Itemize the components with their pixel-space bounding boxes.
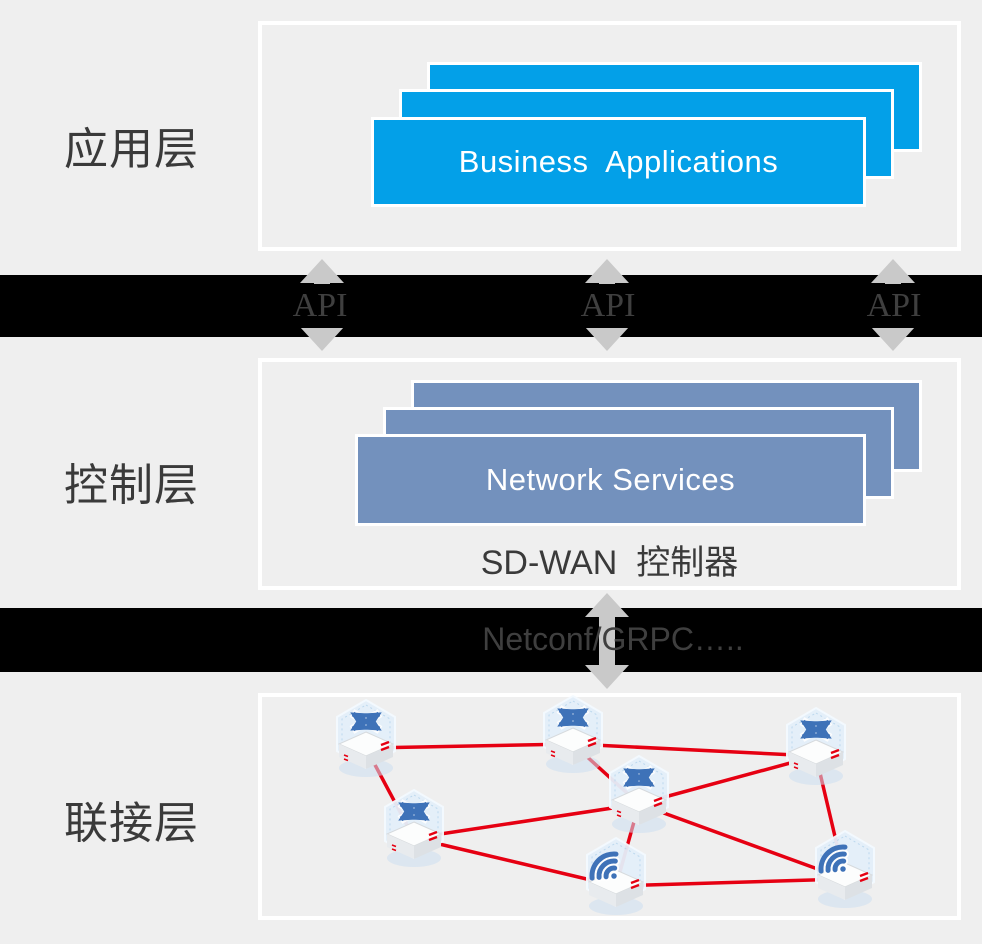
api-band	[0, 275, 982, 337]
sdwan-controller-label: SD-WAN 控制器	[480, 544, 739, 582]
application-card-front: Business Applications	[371, 117, 866, 207]
application-layer-label: 应用层	[64, 125, 199, 174]
network-services-label: Network Services	[485, 462, 736, 497]
control-card-front: Network Services	[355, 434, 866, 526]
connection-layer-panel	[258, 693, 961, 920]
business-applications-label: Business Applications	[458, 144, 779, 179]
southbound-double-arrow-icon	[585, 593, 629, 689]
control-layer-label: 控制层	[64, 461, 199, 510]
api-label: API	[283, 284, 357, 328]
api-label: API	[857, 284, 931, 328]
southbound-band	[0, 608, 982, 672]
api-label: API	[571, 284, 645, 328]
connection-layer-label: 联接层	[64, 799, 199, 848]
netconf-grpc-label: Netconf/GRPC…..	[482, 621, 744, 657]
